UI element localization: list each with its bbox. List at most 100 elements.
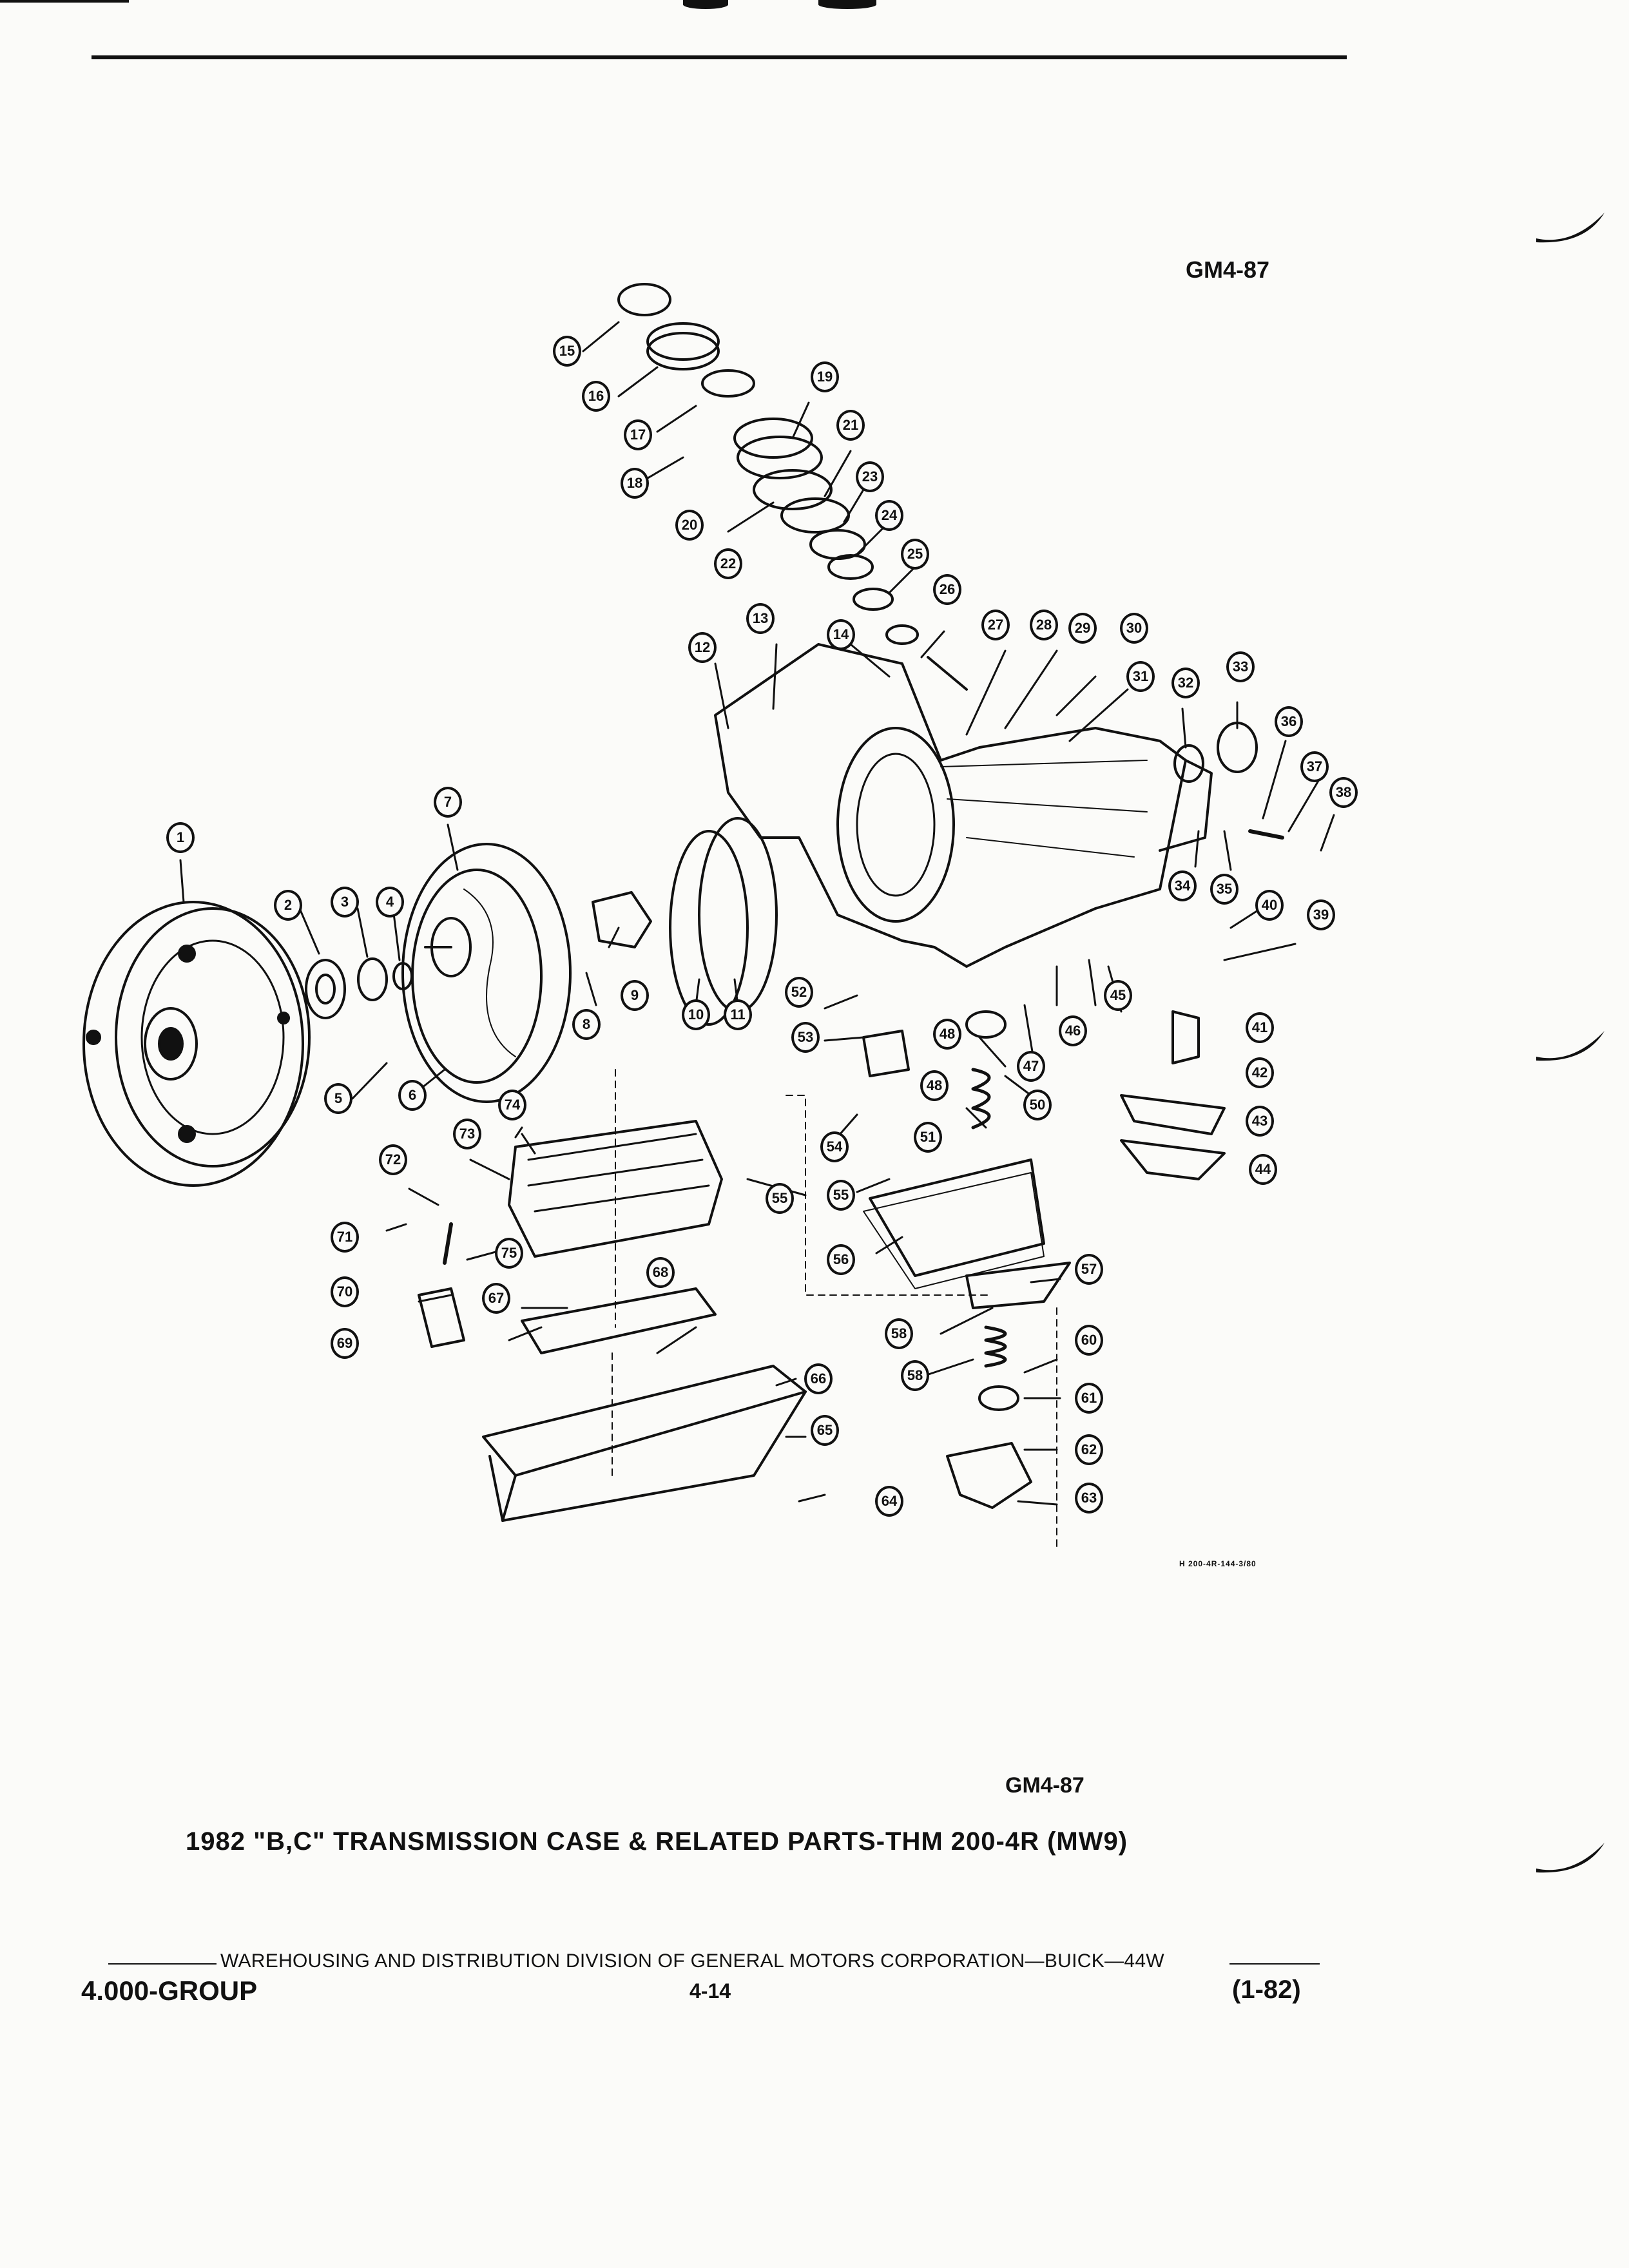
scan-artifact xyxy=(818,0,876,9)
callout-56: 56 xyxy=(827,1244,855,1275)
callout-35: 35 xyxy=(1210,874,1239,905)
accumulator-piston xyxy=(965,1010,1007,1039)
oil-filter xyxy=(521,1287,717,1354)
binder-mark-icon xyxy=(1536,1031,1605,1061)
valve-body xyxy=(508,1120,723,1258)
callout-72: 72 xyxy=(379,1144,407,1175)
illustration-code: H 200-4R-144-3/80 xyxy=(1179,1559,1257,1568)
bushing xyxy=(357,957,388,1001)
callout-47: 47 xyxy=(1017,1051,1045,1082)
oil-pan xyxy=(482,1365,807,1522)
callout-31: 31 xyxy=(1126,661,1155,692)
callout-2: 2 xyxy=(274,890,302,921)
callout-12: 12 xyxy=(688,632,717,663)
binder-mark-icon xyxy=(1536,1843,1605,1873)
binder-mark-icon xyxy=(1536,213,1605,243)
callout-26: 26 xyxy=(933,574,961,605)
callout-74: 74 xyxy=(498,1090,526,1120)
torque-converter xyxy=(82,901,311,1187)
oil-pump xyxy=(401,843,572,1103)
callout-22: 22 xyxy=(714,548,742,579)
callout-44: 44 xyxy=(1249,1154,1277,1185)
rear-bushing xyxy=(1173,744,1204,783)
callout-32: 32 xyxy=(1171,668,1200,698)
callout-33: 33 xyxy=(1226,651,1255,682)
callout-34: 34 xyxy=(1168,870,1197,901)
transmission-case xyxy=(714,643,1213,968)
callout-17: 17 xyxy=(624,419,652,450)
callout-28: 28 xyxy=(1030,610,1058,640)
callout-61: 61 xyxy=(1075,1383,1103,1414)
callout-25: 25 xyxy=(901,539,929,570)
callout-6: 6 xyxy=(398,1080,427,1111)
group-number: 4.000-GROUP xyxy=(81,1975,258,2006)
callout-30: 30 xyxy=(1120,613,1148,644)
callout-37: 37 xyxy=(1300,751,1329,782)
governor xyxy=(1171,1010,1200,1064)
callout-65: 65 xyxy=(811,1415,839,1446)
rear-seal xyxy=(1217,722,1258,773)
callout-58: 58 xyxy=(901,1360,929,1391)
callout-11: 11 xyxy=(724,999,752,1030)
callout-19: 19 xyxy=(811,361,839,392)
callout-48: 48 xyxy=(920,1070,949,1101)
callout-73: 73 xyxy=(453,1119,481,1149)
callout-7: 7 xyxy=(434,787,462,818)
callout-3: 3 xyxy=(331,887,359,918)
callout-51: 51 xyxy=(914,1122,942,1153)
callout-54: 54 xyxy=(820,1131,849,1162)
callout-70: 70 xyxy=(331,1276,359,1307)
callout-69: 69 xyxy=(331,1328,359,1359)
callout-1: 1 xyxy=(166,822,195,853)
callout-52: 52 xyxy=(785,977,813,1008)
spacer-plate xyxy=(863,1158,1071,1309)
callout-21: 21 xyxy=(836,410,865,441)
case-gasket xyxy=(669,830,749,1026)
callout-24: 24 xyxy=(875,500,903,531)
callout-36: 36 xyxy=(1275,706,1303,737)
callout-50: 50 xyxy=(1023,1090,1052,1120)
callout-67: 67 xyxy=(482,1283,510,1314)
callout-40: 40 xyxy=(1255,890,1284,921)
callout-64: 64 xyxy=(875,1486,903,1517)
callout-23: 23 xyxy=(856,461,884,492)
footer-line: WAREHOUSING AND DISTRIBUTION DIVISION OF… xyxy=(108,1950,1320,1976)
callout-4: 4 xyxy=(376,887,404,918)
callout-45: 45 xyxy=(1104,980,1132,1011)
callout-57: 57 xyxy=(1075,1254,1103,1285)
callout-20: 20 xyxy=(675,510,704,541)
callout-18: 18 xyxy=(621,468,649,499)
callout-10: 10 xyxy=(682,999,710,1030)
callout-14: 14 xyxy=(827,619,855,650)
callout-63: 63 xyxy=(1075,1483,1103,1514)
callout-53: 53 xyxy=(791,1022,820,1053)
corner-rule xyxy=(0,0,129,3)
figure-code-bottom: GM4-87 xyxy=(1005,1773,1084,1798)
callout-29: 29 xyxy=(1068,613,1097,644)
callout-60: 60 xyxy=(1075,1325,1103,1356)
callout-55: 55 xyxy=(766,1183,794,1214)
callout-71: 71 xyxy=(331,1222,359,1253)
callout-62: 62 xyxy=(1075,1434,1103,1465)
header-rule xyxy=(92,55,1347,59)
callout-48: 48 xyxy=(933,1019,961,1050)
callout-13: 13 xyxy=(746,603,775,634)
callout-68: 68 xyxy=(646,1257,675,1288)
callout-43: 43 xyxy=(1246,1106,1274,1137)
detent-lever xyxy=(418,1287,465,1348)
revision-date: (1-82) xyxy=(1232,1975,1301,2004)
figure-code-top: GM4-87 xyxy=(1186,256,1270,283)
callout-46: 46 xyxy=(1059,1015,1087,1046)
callout-39: 39 xyxy=(1307,899,1335,930)
callout-42: 42 xyxy=(1246,1057,1274,1088)
callout-8: 8 xyxy=(572,1009,601,1040)
servo-spring xyxy=(984,1325,1007,1368)
clutch-stack xyxy=(617,283,968,691)
callout-55: 55 xyxy=(827,1180,855,1211)
front-seal xyxy=(305,959,346,1019)
speedo-gear xyxy=(1248,829,1284,840)
callout-58: 58 xyxy=(885,1318,913,1349)
accumulator-spring xyxy=(971,1068,991,1129)
scan-artifact xyxy=(683,0,728,9)
